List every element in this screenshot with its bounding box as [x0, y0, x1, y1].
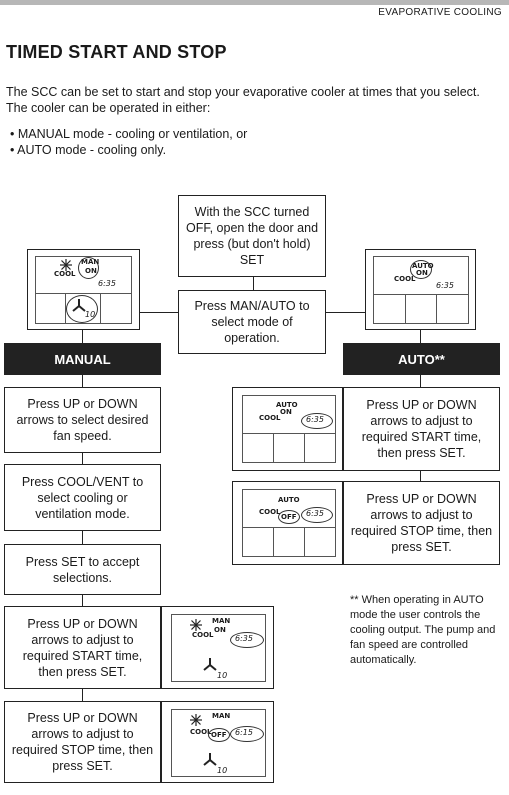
connector-line	[420, 375, 421, 387]
connector-line	[82, 689, 83, 701]
flow-select-mode-box: Press MAN/AUTO to select mode of operati…	[178, 290, 326, 354]
cool-label: COOL	[259, 414, 281, 422]
auto-step-stop-time: Press UP or DOWN arrows to adjust to req…	[343, 481, 500, 565]
manual-step-set: Press SET to accept selections.	[4, 544, 161, 595]
manual-step-cool-vent: Press COOL/VENT to select cooling or ven…	[4, 464, 161, 531]
snowflake-icon	[60, 259, 72, 271]
time-readout: 6:35	[436, 281, 454, 290]
connector-line	[420, 471, 421, 481]
lcd-manual-display: MAN ON COOL 6:35 10	[27, 249, 140, 330]
time-readout: 6:35	[98, 279, 116, 288]
manual-step-stop-time: Press UP or DOWN arrows to adjust to req…	[4, 701, 161, 783]
page-title: TIMED START AND STOP	[6, 42, 227, 62]
on-label: ON	[280, 408, 292, 416]
man-label: MAN	[212, 712, 231, 720]
connector-line	[326, 312, 365, 313]
fan-icon	[203, 753, 217, 766]
top-rule	[0, 0, 509, 5]
time-readout: 6:35	[235, 634, 253, 643]
fan-highlight	[66, 295, 98, 323]
connector-line	[420, 330, 421, 343]
mode-list-item: • AUTO mode - cooling only.	[10, 143, 167, 157]
time-highlight	[301, 507, 333, 523]
on-label: ON	[416, 269, 428, 277]
cool-label: COOL	[192, 631, 214, 639]
time-readout: 6:35	[306, 415, 324, 424]
connector-line	[253, 277, 254, 290]
lcd-screen: AUTO ON COOL 6:35	[242, 395, 336, 463]
step-text: Press COOL/VENT to select cooling or ven…	[21, 474, 144, 521]
auto-step-start-time: Press UP or DOWN arrows to adjust to req…	[343, 387, 500, 471]
snowflake-icon	[190, 714, 202, 726]
off-highlight	[208, 728, 230, 742]
cool-label: COOL	[54, 270, 76, 278]
off-label: OFF	[281, 513, 297, 521]
fan-icon	[203, 658, 217, 671]
man-label: MAN	[81, 258, 100, 266]
step-text: Press UP or DOWN arrows to adjust to req…	[361, 398, 482, 460]
step-text: Press SET to accept selections.	[25, 554, 140, 585]
connector-line	[140, 312, 178, 313]
off-label: OFF	[211, 731, 227, 739]
connector-line	[82, 531, 83, 544]
mode-list: • MANUAL mode - cooling or ventilation, …	[10, 126, 247, 158]
cool-label: COOL	[394, 275, 416, 283]
lcd-screen: AUTO ON COOL 6:35	[373, 256, 469, 324]
snowflake-icon	[190, 619, 202, 631]
mode-highlight	[78, 257, 99, 279]
lcd-auto-display: AUTO ON COOL 6:35	[365, 249, 476, 330]
auto-label: AUTO	[278, 496, 300, 504]
fan-icon	[72, 299, 86, 312]
auto-mode-note: ** When operating in AUTO mode the user …	[350, 594, 496, 666]
auto-header: AUTO**	[343, 343, 500, 375]
on-label: ON	[85, 267, 97, 275]
lcd-screen: AUTO COOL OFF 6:35	[242, 489, 336, 557]
mode-highlight	[410, 260, 432, 279]
manual-step-fan-speed: Press UP or DOWN arrows to select desire…	[4, 387, 161, 453]
on-label: ON	[214, 626, 226, 634]
time-highlight	[230, 726, 264, 742]
connector-line	[82, 595, 83, 606]
time-readout: 6:15	[235, 728, 253, 737]
lcd-auto-stop-display: AUTO COOL OFF 6:35	[232, 481, 343, 565]
step-text: Press UP or DOWN arrows to adjust to req…	[22, 616, 143, 679]
lcd-screen: MAN ON COOL 6:35 10	[35, 256, 132, 324]
fan-speed-readout: 10	[85, 310, 96, 319]
section-header: EVAPORATIVE COOLING	[378, 7, 502, 18]
lcd-auto-start-display: AUTO ON COOL 6:35	[232, 387, 343, 471]
mode-list-item: • MANUAL mode - cooling or ventilation, …	[10, 127, 248, 141]
lcd-manual-stop-display: MAN COOL OFF 6:15 10	[161, 701, 274, 783]
flow-start-box: With the SCC turned OFF, open the door a…	[178, 195, 326, 277]
manual-step-start-time: Press UP or DOWN arrows to adjust to req…	[4, 606, 161, 689]
time-highlight	[230, 632, 264, 648]
flow-start-text: With the SCC turned OFF, open the door a…	[185, 205, 319, 267]
intro-paragraph: The SCC can be set to start and stop you…	[6, 85, 480, 115]
lcd-screen: MAN ON COOL 6:35 10	[171, 614, 266, 682]
step-text: Press UP or DOWN arrows to adjust to req…	[11, 711, 154, 773]
cool-label: COOL	[259, 508, 281, 516]
flow-select-mode-text: Press MAN/AUTO to select mode of operati…	[194, 299, 310, 345]
fan-speed-readout: 10	[217, 671, 228, 680]
time-highlight	[301, 413, 333, 429]
lcd-screen: MAN COOL OFF 6:15 10	[171, 709, 266, 777]
step-text: Press UP or DOWN arrows to adjust to req…	[350, 492, 493, 554]
fan-speed-readout: 10	[217, 766, 228, 775]
cool-label: COOL	[190, 728, 212, 736]
connector-line	[82, 330, 83, 343]
time-readout: 6:35	[306, 509, 324, 518]
manual-header: MANUAL	[4, 343, 161, 375]
connector-line	[82, 453, 83, 464]
step-text: Press UP or DOWN arrows to select desire…	[16, 397, 149, 443]
lcd-manual-start-display: MAN ON COOL 6:35 10	[161, 606, 274, 689]
auto-label: AUTO	[412, 262, 434, 270]
man-label: MAN	[212, 617, 231, 625]
connector-line	[82, 375, 83, 387]
auto-label: AUTO	[276, 401, 298, 409]
off-highlight	[278, 510, 300, 524]
